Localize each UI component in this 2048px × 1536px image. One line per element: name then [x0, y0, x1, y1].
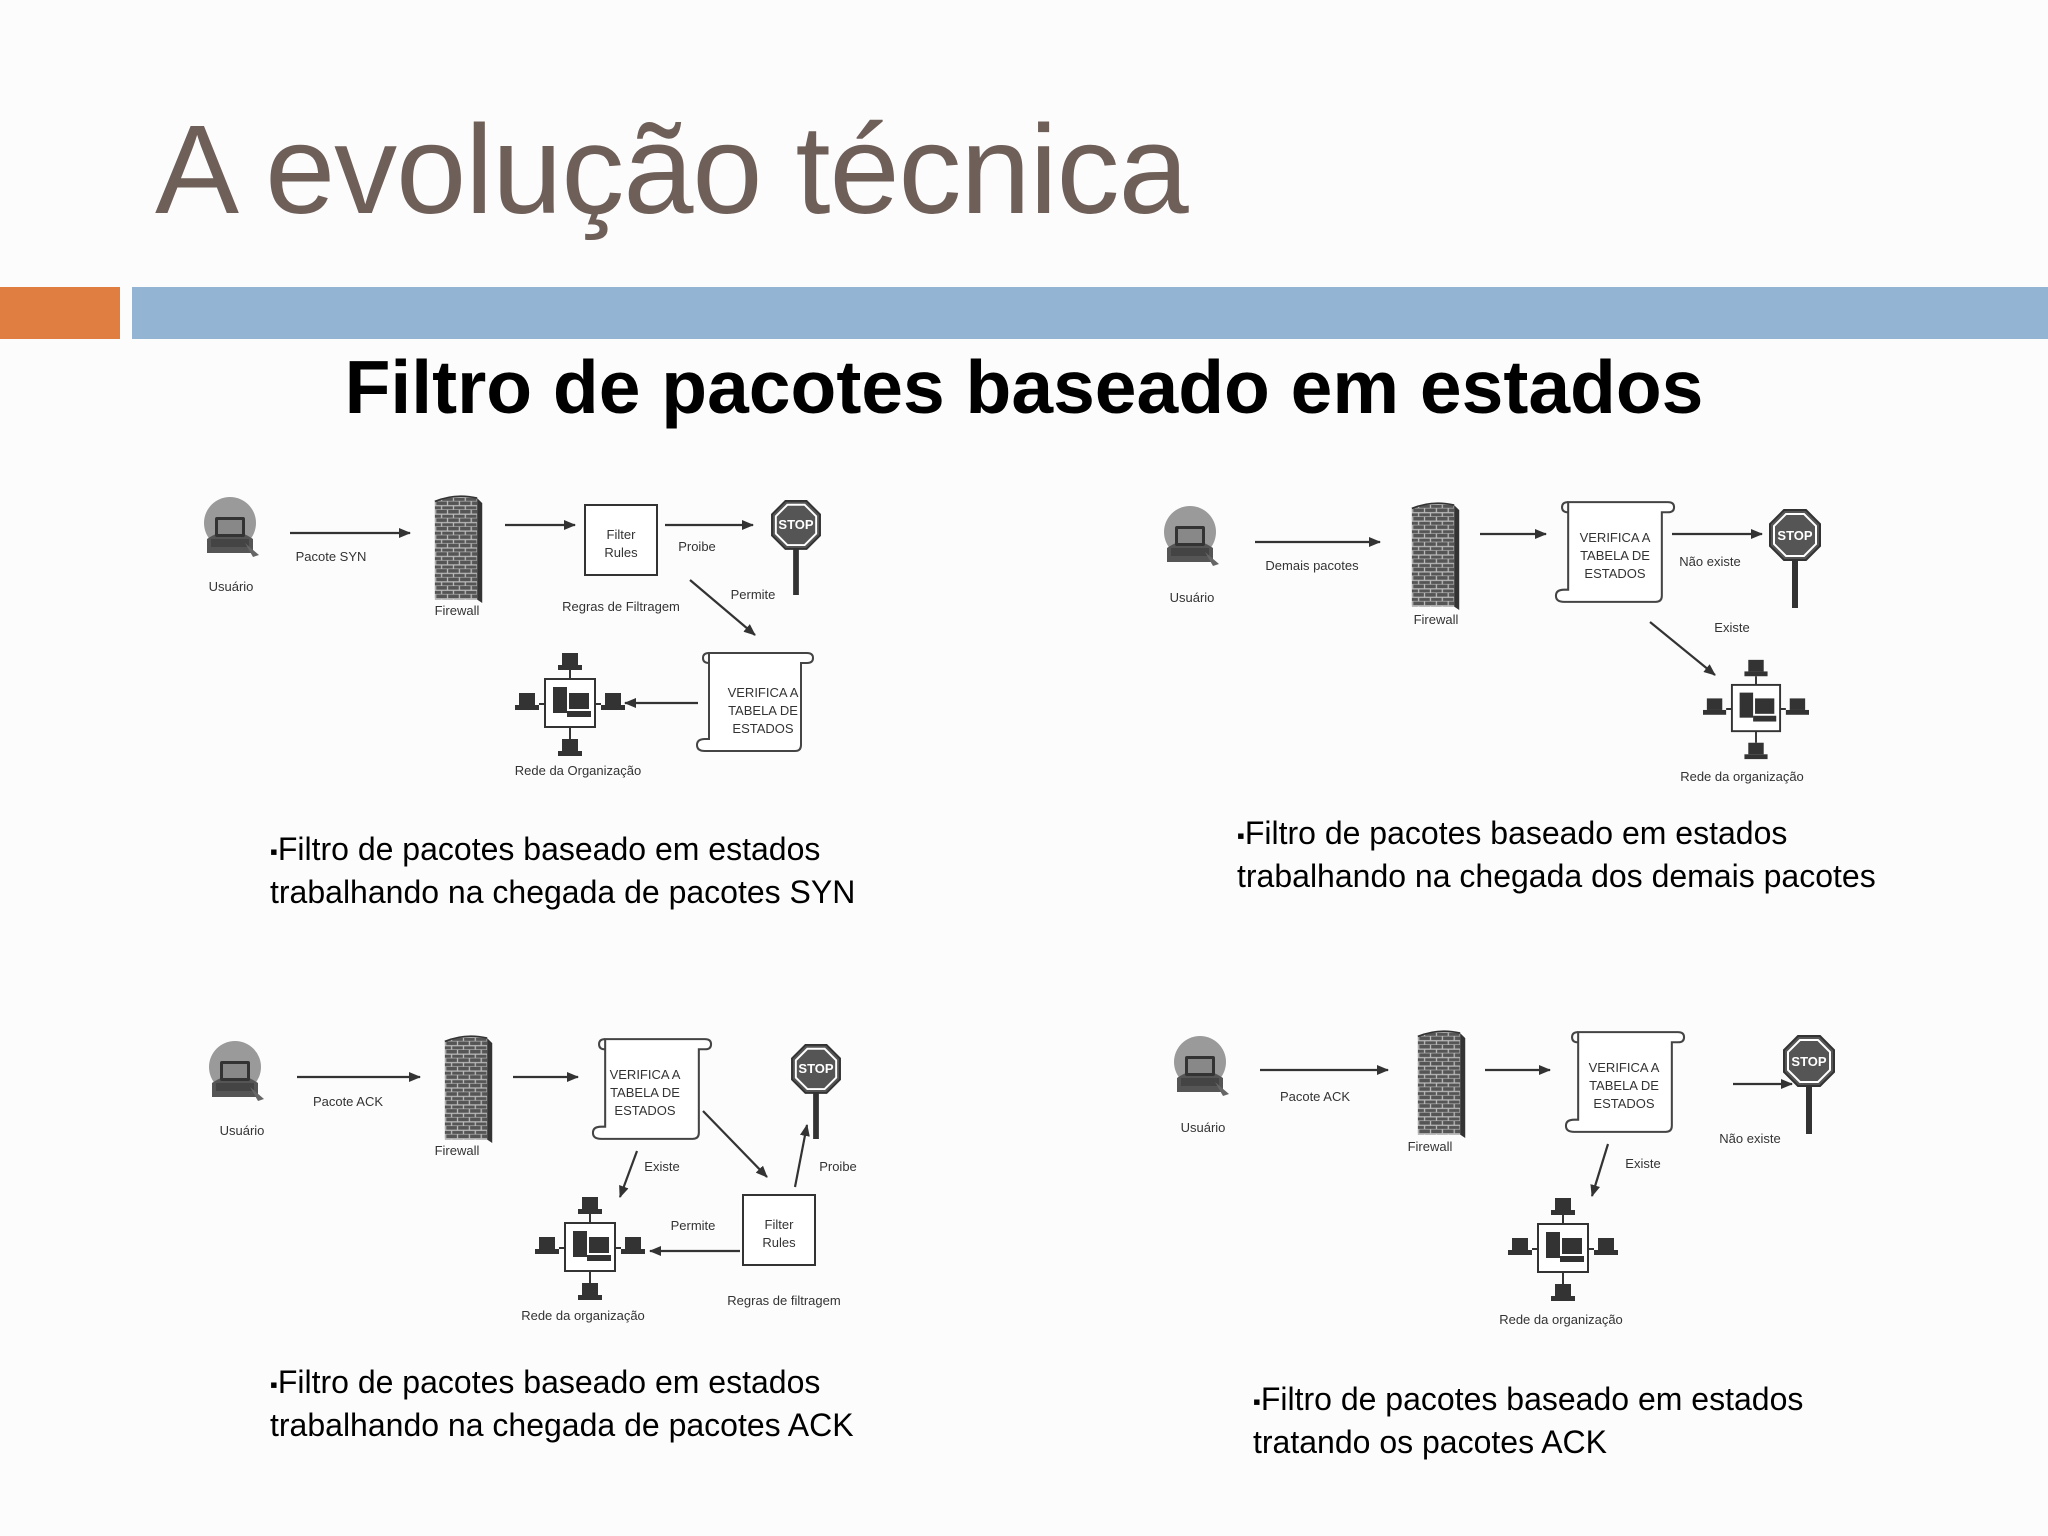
slide-subtitle: Filtro de pacotes baseado em estados — [344, 345, 1704, 429]
network-label: Rede da organização — [521, 1308, 645, 1323]
stop-sign-icon — [771, 499, 821, 595]
network-icon — [535, 1196, 645, 1301]
stop-label: STOP — [798, 1061, 833, 1076]
stop-label: STOP — [1777, 528, 1812, 543]
filter-caption: Regras de Filtragem — [562, 599, 680, 614]
arrow-table-network — [618, 1150, 639, 1198]
state-table-line1: VERIFICA A — [728, 685, 799, 700]
filter-rules-box — [584, 504, 658, 576]
filter-rules-line1: Filter — [765, 1217, 795, 1232]
stop-label: STOP — [1791, 1054, 1826, 1069]
slide-title: A evolução técnica — [155, 99, 1189, 240]
caption-line2: trabalhando na chegada de pacotes ACK — [270, 1407, 854, 1444]
exists-label: Existe — [644, 1159, 679, 1174]
user-icon — [204, 497, 259, 557]
caption-other-packets: ▪Filtro de pacotes baseado em estados tr… — [1237, 813, 1876, 897]
user-label: Usuário — [209, 579, 254, 594]
network-label: Rede da Organização — [515, 763, 641, 778]
state-table-line3: ESTADOS — [1593, 1096, 1654, 1111]
packet-label: Pacote ACK — [1280, 1089, 1350, 1104]
allow-label: Permite — [731, 587, 776, 602]
exists-label: Existe — [1714, 620, 1749, 635]
state-table-line1: VERIFICA A — [1580, 530, 1651, 545]
caption-line1: Filtro de pacotes baseado em estados — [277, 1364, 821, 1400]
state-table-line1: VERIFICA A — [1589, 1060, 1660, 1075]
accent-bar — [0, 287, 120, 339]
bullet-icon: ▪ — [270, 839, 278, 865]
arrow-filter-table — [689, 579, 756, 636]
firewall-label: Firewall — [1414, 612, 1459, 627]
not-exists-label: Não existe — [1679, 554, 1740, 569]
caption-line1: Filtro de pacotes baseado em estados — [1260, 1381, 1804, 1417]
diagram-other-packets: Usuário Demais pacotes Firewall VERIFICA… — [1150, 490, 1830, 790]
filter-rules-line2: Rules — [604, 545, 638, 560]
state-table-line2: TABELA DE — [1580, 548, 1650, 563]
user-icon — [209, 1041, 264, 1101]
arrow-table-network — [1649, 621, 1716, 676]
bullet-icon: ▪ — [1237, 823, 1245, 849]
arrow-table-network — [1590, 1143, 1610, 1197]
firewall-label: Firewall — [435, 603, 480, 618]
filter-rules-line1: Filter — [607, 527, 637, 542]
caption-line2: trabalhando na chegada de pacotes SYN — [270, 874, 856, 911]
user-label: Usuário — [1170, 590, 1215, 605]
stop-sign-icon — [791, 1043, 841, 1139]
network-label: Rede da organização — [1680, 769, 1804, 784]
caption-line2: trabalhando na chegada dos demais pacote… — [1237, 858, 1876, 895]
packet-label: Demais pacotes — [1265, 558, 1359, 573]
state-table-line3: ESTADOS — [1584, 566, 1645, 581]
filter-rules-line2: Rules — [762, 1235, 796, 1250]
diagram-ack-handling: Usuário Pacote ACK Firewall VERIFICA A T… — [1160, 1022, 1840, 1342]
arrow-table-filter — [702, 1110, 768, 1178]
state-table-line1: VERIFICA A — [610, 1067, 681, 1082]
not-exists-label: Não existe — [1719, 1131, 1780, 1146]
state-table-line2: TABELA DE — [610, 1085, 680, 1100]
filter-rules-box — [742, 1194, 816, 1266]
caption-line2: tratando os pacotes ACK — [1253, 1424, 1607, 1461]
firewall-label: Firewall — [1408, 1139, 1453, 1154]
user-icon — [1164, 506, 1219, 566]
network-icon — [1508, 1197, 1618, 1302]
network-icon — [515, 652, 625, 757]
state-table-icon — [696, 652, 814, 752]
network-icon — [1703, 658, 1809, 761]
caption-ack: ▪Filtro de pacotes baseado em estados tr… — [270, 1362, 854, 1446]
firewall-icon — [443, 1035, 494, 1143]
caption-ack-handling: ▪Filtro de pacotes baseado em estados tr… — [1253, 1379, 1803, 1463]
firewall-icon — [1410, 502, 1461, 610]
stop-label: STOP — [778, 517, 813, 532]
header-bar — [132, 287, 2048, 339]
state-table-line2: TABELA DE — [1589, 1078, 1659, 1093]
arrow-filter-stop — [793, 1124, 810, 1188]
firewall-icon — [433, 495, 484, 603]
caption-line1: Filtro de pacotes baseado em estados — [1244, 815, 1788, 851]
network-label: Rede da organização — [1499, 1312, 1623, 1327]
user-label: Usuário — [1181, 1120, 1226, 1135]
firewall-icon — [1416, 1030, 1467, 1138]
caption-line1: Filtro de pacotes baseado em estados — [277, 831, 821, 867]
allow-label: Permite — [671, 1218, 716, 1233]
user-icon — [1174, 1036, 1229, 1096]
state-table-line3: ESTADOS — [732, 721, 793, 736]
deny-label: Proibe — [678, 539, 716, 554]
firewall-label: Firewall — [435, 1143, 480, 1158]
deny-label: Proibe — [819, 1159, 857, 1174]
packet-label: Pacote ACK — [313, 1094, 383, 1109]
bullet-icon: ▪ — [1253, 1389, 1261, 1415]
filter-caption: Regras de filtragem — [727, 1293, 840, 1308]
exists-label: Existe — [1625, 1156, 1660, 1171]
user-label: Usuário — [220, 1123, 265, 1138]
stop-sign-icon — [1769, 509, 1821, 608]
bullet-icon: ▪ — [270, 1372, 278, 1398]
state-table-line3: ESTADOS — [614, 1103, 675, 1118]
caption-syn: ▪Filtro de pacotes baseado em estados tr… — [270, 829, 855, 913]
packet-label: Pacote SYN — [296, 549, 367, 564]
state-table-line2: TABELA DE — [728, 703, 798, 718]
diagram-syn: Usuário Pacote SYN Firewall Filter Rules… — [185, 485, 845, 785]
diagram-ack: Usuário Pacote ACK Firewall VERIFICA A T… — [195, 1025, 875, 1335]
